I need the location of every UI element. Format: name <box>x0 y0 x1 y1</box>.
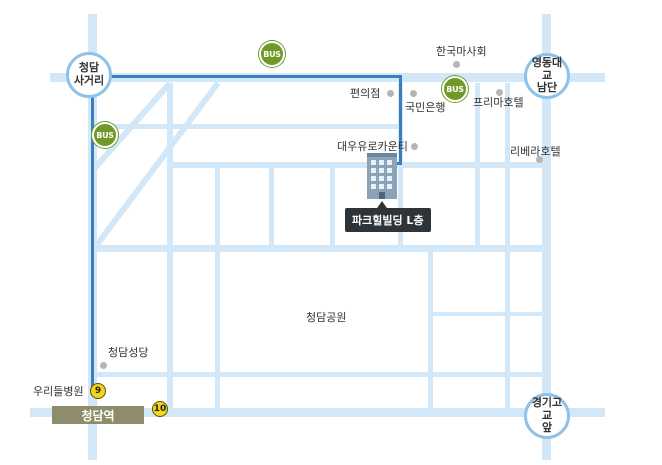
bus-stop-icon-top: BUS <box>259 41 285 67</box>
road-v8 <box>505 83 510 408</box>
landmark-dot-daewoo-counter <box>411 143 418 150</box>
road-v2 <box>215 168 220 408</box>
road-bottom <box>30 408 605 417</box>
route-left <box>91 75 94 393</box>
road-h4 <box>430 312 545 316</box>
landmark-dot-korea-mart <box>453 61 460 68</box>
building-icon <box>367 153 397 199</box>
road-v7 <box>475 83 480 245</box>
landmark-daewoo-counter: 대우유로카운티 <box>337 140 408 153</box>
landmark-dot-prima-hotel <box>496 89 503 96</box>
junction-yeongdong-bridge-south: 영동대교 남단 <box>524 53 570 99</box>
landmark-cheongdam-church: 청담성당 <box>108 346 149 359</box>
road-h3 <box>93 245 545 252</box>
landmark-prima-hotel: 프리마호텔 <box>473 96 524 109</box>
station-cheongdam: 청담역 <box>52 406 144 424</box>
landmark-woori-hospital: 우리들병원 <box>33 385 84 398</box>
landmark-kookmin-bank: 국민은행 <box>405 101 446 114</box>
road-v6 <box>428 252 433 408</box>
park-label: 청담공원 <box>306 311 347 324</box>
route-right <box>399 75 402 165</box>
landmark-riviera-hotel: 리베라호텔 <box>510 145 561 158</box>
landmark-korea-mart: 한국마사회 <box>436 45 487 58</box>
route-top <box>91 75 402 78</box>
landmark-dot-cheongdam-church <box>100 362 107 369</box>
road-h2 <box>170 162 542 168</box>
road-right <box>542 14 551 460</box>
road-v4 <box>330 168 335 245</box>
exit-9-badge: 9 <box>90 383 106 399</box>
landmark-dot-kookmin-bank <box>410 90 417 97</box>
road-h1 <box>93 124 403 129</box>
landmark-dot-convenience-store <box>387 90 394 97</box>
junction-gyeonggi-high-front: 경기고교 앞 <box>524 393 570 439</box>
landmark-dot-riviera-hotel <box>536 156 543 163</box>
junction-cheongdam-intersection: 청담 사거리 <box>66 52 112 98</box>
road-h5 <box>93 372 545 377</box>
road-v3 <box>269 168 274 245</box>
exit-10-badge: 10 <box>152 401 168 417</box>
bus-stop-icon-left: BUS <box>92 122 118 148</box>
road-v1 <box>167 83 173 408</box>
bus-stop-icon-right: BUS <box>442 76 468 102</box>
destination-label: 파크힐빌딩 L층 <box>345 208 431 232</box>
landmark-convenience-store: 편의점 <box>350 87 381 100</box>
